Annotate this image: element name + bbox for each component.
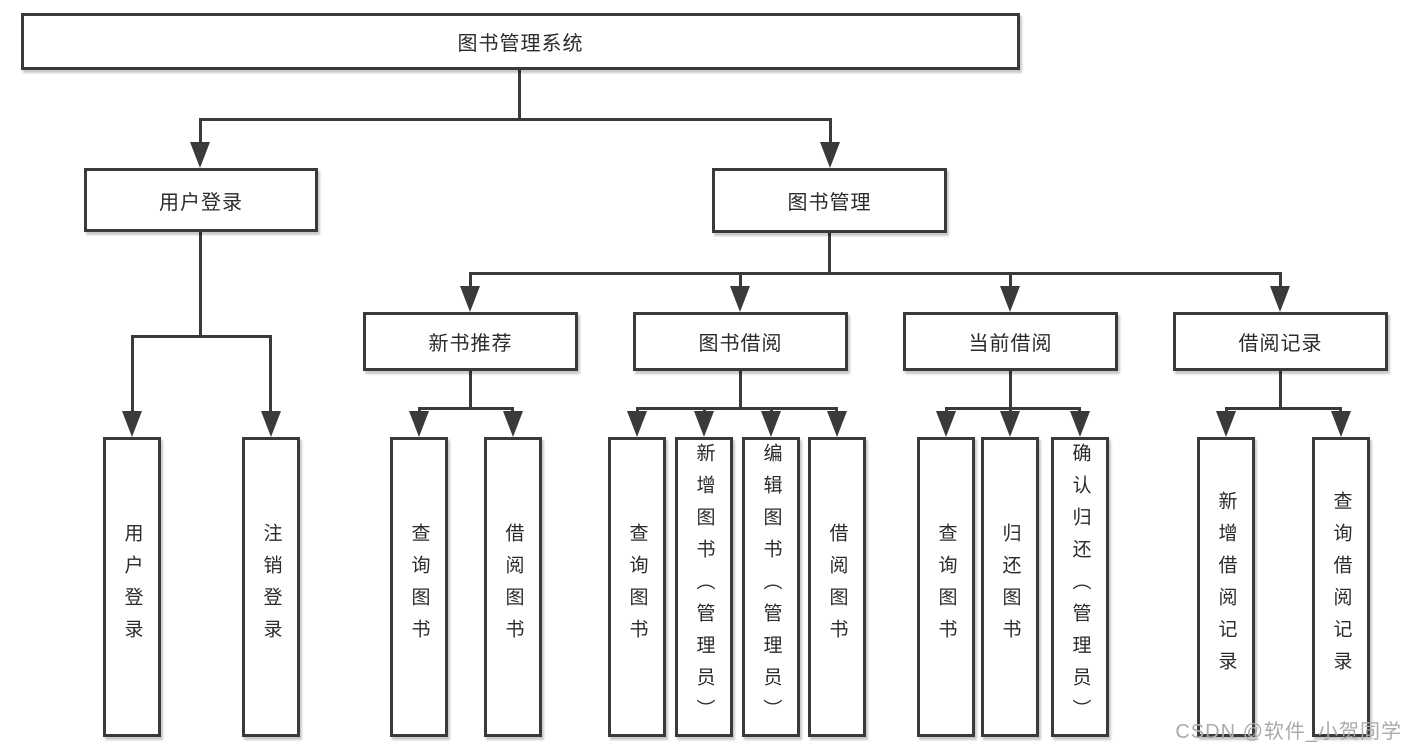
connector-line	[199, 232, 202, 338]
connector-arrowhead	[694, 411, 714, 437]
leaf-current-query-books: 查询图书	[917, 437, 975, 737]
connector-line	[469, 371, 472, 410]
leaf-borrowing-query-books: 查询图书	[608, 437, 666, 737]
connector-line	[636, 407, 838, 410]
leaf-current-query-books-label: 查询图书	[935, 523, 957, 651]
leaf-current-return-books-label: 归还图书	[999, 523, 1021, 651]
leaf-user-login-label: 用户登录	[121, 523, 143, 651]
connector-line	[1225, 407, 1342, 410]
connector-line	[945, 407, 1081, 410]
leaf-recommend-borrow-books-label: 借阅图书	[502, 523, 524, 651]
leaf-borrowing-edit-books: 编辑图书（管理员）	[742, 437, 800, 737]
connector-arrowhead	[460, 286, 480, 312]
leaf-user-login: 用户登录	[103, 437, 161, 737]
leaf-current-return-books: 归还图书	[981, 437, 1039, 737]
leaf-logout-label: 注销登录	[260, 523, 282, 651]
connector-line	[131, 335, 272, 338]
connector-line	[1009, 272, 1012, 290]
connector-line	[418, 407, 514, 410]
connector-line	[469, 272, 472, 290]
leaf-logout: 注销登录	[242, 437, 300, 737]
leaf-recommend-borrow-books: 借阅图书	[484, 437, 542, 737]
connector-line	[828, 233, 831, 275]
leaf-borrowing-edit-books-label: 编辑图书（管理员）	[760, 443, 782, 731]
connector-arrowhead	[503, 411, 523, 437]
leaf-records-query-record-label: 查询借阅记录	[1330, 491, 1352, 683]
leaf-records-add-record-label: 新增借阅记录	[1215, 491, 1237, 683]
connector-line	[1279, 371, 1282, 410]
leaf-records-query-record: 查询借阅记录	[1312, 437, 1370, 737]
node-book-borrowing: 图书借阅	[633, 312, 848, 371]
connector-arrowhead	[409, 411, 429, 437]
connector-arrowhead	[730, 286, 750, 312]
connector-line	[829, 118, 832, 144]
connector-arrowhead	[827, 411, 847, 437]
connector-line	[739, 371, 742, 410]
leaf-current-confirm-return-label: 确认归还（管理员）	[1069, 443, 1091, 731]
node-current-borrowing: 当前借阅	[903, 312, 1118, 371]
connector-arrowhead	[261, 411, 281, 437]
leaf-borrowing-borrow-books-label: 借阅图书	[826, 523, 848, 651]
connector-arrowhead	[1270, 286, 1290, 312]
connector-line	[131, 335, 134, 413]
node-book-management: 图书管理	[712, 168, 947, 233]
connector-line	[199, 118, 202, 144]
connector-arrowhead	[1331, 411, 1351, 437]
connector-line	[1009, 371, 1012, 410]
connector-arrowhead	[936, 411, 956, 437]
connector-arrowhead	[1000, 286, 1020, 312]
connector-line	[739, 272, 742, 290]
watermark: CSDN @软件_小贺同学	[1175, 721, 1402, 743]
leaf-current-confirm-return: 确认归还（管理员）	[1051, 437, 1109, 737]
node-library-system: 图书管理系统	[21, 13, 1020, 70]
leaf-recommend-query-books-label: 查询图书	[408, 523, 430, 651]
connector-arrowhead	[820, 142, 840, 168]
leaf-borrowing-borrow-books: 借阅图书	[808, 437, 866, 737]
node-borrowing-records: 借阅记录	[1173, 312, 1388, 371]
connector-arrowhead	[1000, 411, 1020, 437]
leaf-borrowing-add-books-label: 新增图书（管理员）	[693, 443, 715, 731]
connector-line	[1279, 272, 1282, 290]
leaf-records-add-record: 新增借阅记录	[1197, 437, 1255, 737]
connector-arrowhead	[190, 142, 210, 168]
connector-arrowhead	[1070, 411, 1090, 437]
connector-arrowhead	[1216, 411, 1236, 437]
leaf-borrowing-add-books: 新增图书（管理员）	[675, 437, 733, 737]
connector-arrowhead	[761, 411, 781, 437]
connector-line	[469, 272, 1281, 275]
leaf-recommend-query-books: 查询图书	[390, 437, 448, 737]
node-new-book-recommend: 新书推荐	[363, 312, 578, 371]
node-user-login: 用户登录	[84, 168, 318, 232]
connector-arrowhead	[627, 411, 647, 437]
leaf-borrowing-query-books-label: 查询图书	[626, 523, 648, 651]
connector-line	[199, 118, 832, 121]
connector-line	[518, 70, 521, 118]
connector-arrowhead	[122, 411, 142, 437]
connector-line	[269, 335, 272, 413]
